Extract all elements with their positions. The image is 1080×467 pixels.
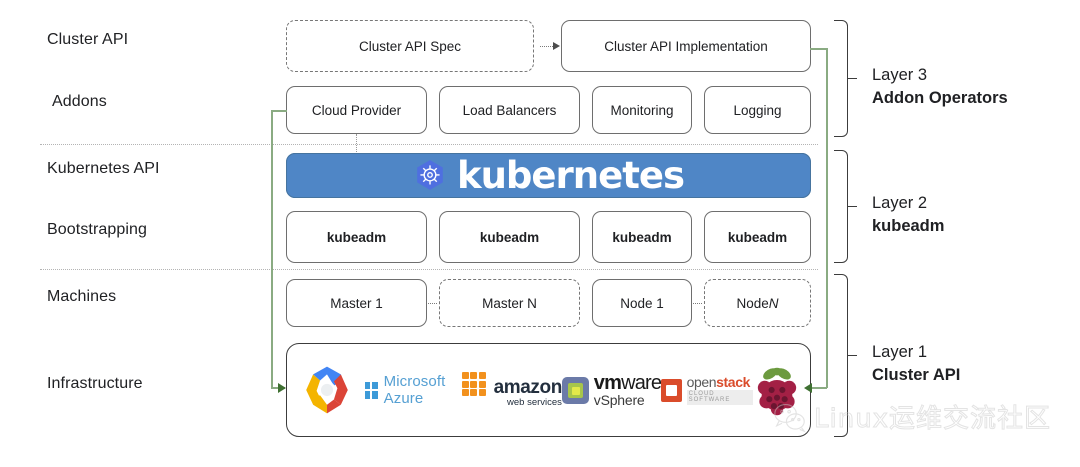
bracket-layer-1 bbox=[834, 274, 848, 437]
amazon-label: amazon bbox=[493, 376, 563, 398]
infrastructure-logo-row: Microsoft Azure amazon web services vmwa… bbox=[296, 360, 801, 420]
layer-1-line1: Layer 1 bbox=[872, 343, 928, 361]
green-arrowhead-right bbox=[804, 383, 812, 393]
openstack-sublabel: CLOUD SOFTWARE bbox=[686, 390, 753, 405]
row-label-addons: Addons bbox=[52, 93, 107, 110]
kubernetes-banner: kubernetes bbox=[286, 153, 811, 198]
vmware-vsphere-logo: vmware vSphere bbox=[561, 371, 662, 409]
vmware-badge-icon bbox=[561, 376, 589, 404]
aws-sublabel: web services bbox=[507, 397, 562, 408]
box-addon-load-balancers[interactable]: Load Balancers bbox=[439, 86, 580, 134]
box-addon-logging[interactable]: Logging bbox=[704, 86, 811, 134]
openstack-logo: openstack CLOUD SOFTWARE bbox=[661, 374, 753, 405]
green-arrowhead-left bbox=[278, 383, 286, 393]
microsoft-azure-logo: Microsoft Azure bbox=[359, 373, 462, 407]
openstack-square-icon bbox=[661, 378, 682, 402]
box-machine-node-n[interactable]: Node N bbox=[704, 279, 811, 327]
connector-node-1-to-node-n bbox=[693, 303, 702, 304]
row-label-cluster-api: Cluster API bbox=[47, 31, 129, 48]
layer-2-caption: Layer 2 kubeadm bbox=[872, 192, 944, 239]
aws-cubes-icon bbox=[461, 372, 486, 396]
box-addon-monitoring[interactable]: Monitoring bbox=[592, 86, 692, 134]
box-cluster-api-implementation[interactable]: Cluster API Implementation bbox=[561, 20, 811, 72]
bracket-tick-layer-2 bbox=[848, 206, 857, 207]
raspberry-pi-icon bbox=[753, 364, 801, 416]
green-connector-right-vertical bbox=[826, 48, 828, 388]
machine-node-n-prefix: Node bbox=[736, 295, 769, 311]
layer-1-caption: Layer 1 Cluster API bbox=[872, 341, 960, 388]
arrowhead-spec-to-implementation bbox=[553, 41, 560, 50]
green-connector-left-vertical bbox=[271, 110, 273, 388]
layer-3-line1: Layer 3 bbox=[872, 66, 928, 84]
connector-spec-to-implementation bbox=[540, 46, 557, 47]
box-kubeadm-1[interactable]: kubeadm bbox=[286, 211, 427, 263]
openstack-label: openstack bbox=[686, 374, 751, 391]
row-label-infrastructure: Infrastructure bbox=[47, 375, 143, 392]
green-connector-right-top bbox=[810, 48, 827, 50]
green-connector-left-top bbox=[271, 110, 287, 112]
layer-3-caption: Layer 3 Addon Operators bbox=[872, 64, 1008, 111]
row-label-kubernetes-api: Kubernetes API bbox=[47, 160, 160, 177]
box-machine-master-1[interactable]: Master 1 bbox=[286, 279, 427, 327]
box-machine-master-n[interactable]: Master N bbox=[439, 279, 580, 327]
box-kubeadm-2[interactable]: kubeadm bbox=[439, 211, 580, 263]
green-connector-right-bottom bbox=[812, 387, 827, 389]
machine-node-n-index: N bbox=[768, 295, 779, 311]
separator-addons-kubernetes bbox=[40, 144, 818, 145]
separator-bootstrapping-machines bbox=[40, 269, 818, 270]
box-machine-node-1[interactable]: Node 1 bbox=[592, 279, 692, 327]
connector-master-1-to-master-n bbox=[428, 303, 437, 304]
layer-3-line2: Addon Operators bbox=[872, 89, 1008, 108]
box-kubeadm-3[interactable]: kubeadm bbox=[592, 211, 692, 263]
bracket-tick-layer-1 bbox=[848, 355, 857, 356]
vmware-label: vmware bbox=[593, 371, 662, 394]
box-kubeadm-4[interactable]: kubeadm bbox=[704, 211, 811, 263]
google-cloud-platform-icon bbox=[296, 364, 359, 416]
microsoft-squares-icon bbox=[364, 381, 378, 399]
bracket-layer-3 bbox=[834, 20, 848, 137]
kubernetes-helm-wheel-icon bbox=[413, 159, 447, 193]
kubernetes-wordmark: kubernetes bbox=[456, 154, 685, 197]
bracket-layer-2 bbox=[834, 150, 848, 263]
amazon-web-services-logo: amazon web services bbox=[461, 372, 563, 408]
row-label-machines: Machines bbox=[47, 288, 117, 305]
vsphere-sublabel: vSphere bbox=[593, 392, 645, 409]
box-addon-cloud-provider[interactable]: Cloud Provider bbox=[286, 86, 427, 134]
connector-cloud-provider-to-kubernetes bbox=[356, 134, 357, 154]
bracket-tick-layer-3 bbox=[848, 78, 857, 79]
watermark: Linux运维交流社区 bbox=[772, 398, 1051, 435]
row-label-bootstrapping: Bootstrapping bbox=[47, 221, 148, 238]
layer-2-line1: Layer 2 bbox=[872, 194, 928, 212]
box-cluster-api-spec[interactable]: Cluster API Spec bbox=[286, 20, 534, 72]
box-infrastructure[interactable] bbox=[286, 343, 811, 437]
watermark-text: Linux运维交流社区 bbox=[813, 404, 1052, 435]
layer-2-line2: kubeadm bbox=[872, 217, 945, 236]
layer-1-line2: Cluster API bbox=[872, 366, 961, 385]
microsoft-azure-label: Microsoft Azure bbox=[383, 373, 446, 407]
